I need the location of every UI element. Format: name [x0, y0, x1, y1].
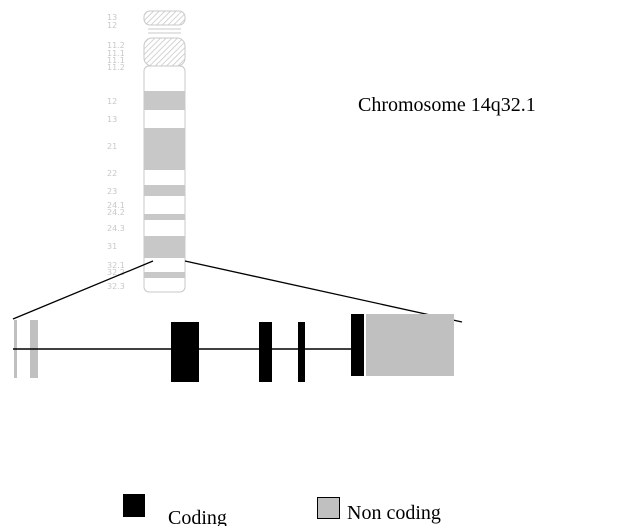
band-label: 23: [107, 187, 117, 196]
chromosome-ideogram: 131211.211.111.111.2121321222324.124.224…: [107, 10, 186, 293]
band-label: 12: [107, 21, 117, 30]
band-label: 24.1: [107, 201, 125, 210]
band-label: 31: [107, 242, 117, 251]
band-label: 24.3: [107, 224, 125, 233]
ideogram-band-24-2: [144, 214, 185, 220]
band-label: 11.1: [107, 49, 125, 58]
band-label: 12: [107, 97, 117, 106]
coding-exon-5: [351, 314, 364, 376]
ideogram-centromere-region: [143, 37, 186, 67]
legend-noncoding-label: Non coding: [347, 502, 441, 524]
gene-structure: [13, 314, 454, 382]
band-label: 11.2: [107, 63, 125, 72]
ideogram-band-31: [144, 236, 185, 258]
ideogram-p-arm-tip: [143, 10, 186, 26]
ideogram-band-labels: 131211.211.111.111.2121321222324.124.224…: [107, 13, 125, 291]
coding-exon-2: [171, 322, 199, 382]
ideogram-band-21: [144, 128, 185, 170]
legend: Coding Non coding: [123, 494, 441, 526]
ideogram-band-32-2: [144, 272, 185, 278]
band-label: 24.2: [107, 208, 125, 217]
band-label: 32.2: [107, 268, 125, 277]
band-label: 13: [107, 115, 117, 124]
band-label: 13: [107, 13, 117, 22]
band-label: 21: [107, 142, 117, 151]
band-label: 32.1: [107, 261, 125, 270]
ideogram-band-23: [144, 185, 185, 196]
legend-coding-label: Coding: [168, 507, 227, 526]
coding-exon-3: [259, 322, 272, 382]
legend-noncoding-swatch: [317, 497, 340, 519]
coding-exon-4: [298, 322, 305, 382]
legend-coding-swatch: [123, 494, 145, 517]
band-label: 22: [107, 169, 117, 178]
band-label: 32.3: [107, 282, 125, 291]
noncoding-3prime-utr: [366, 314, 454, 376]
zoom-line-left: [12, 260, 154, 320]
zoom-line-right: [184, 260, 463, 323]
band-label: 11.2: [107, 41, 125, 50]
chromosome-title: Chromosome 14q32.1: [358, 94, 536, 116]
ideogram-q-arm: [143, 65, 186, 293]
band-label: 11.1: [107, 56, 125, 65]
ideogram-band-12: [144, 91, 185, 110]
